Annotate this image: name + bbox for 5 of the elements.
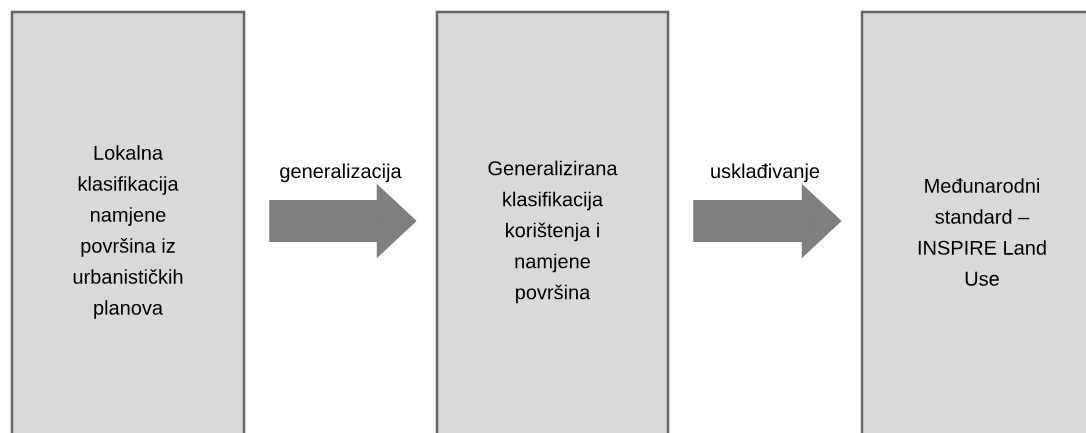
edge-label: usklađivanje: [711, 163, 820, 183]
process-box: Lokalna klasifikacija namjene površina iz urbanističkih planova: [10, 10, 246, 433]
process-box: Generalizirana klasifikacija korištenja i namjene površina: [435, 10, 670, 433]
edge-label: generalizacija: [280, 163, 402, 183]
process-box: Međunarodni standard – INSPIRE Land Use: [860, 10, 1086, 433]
